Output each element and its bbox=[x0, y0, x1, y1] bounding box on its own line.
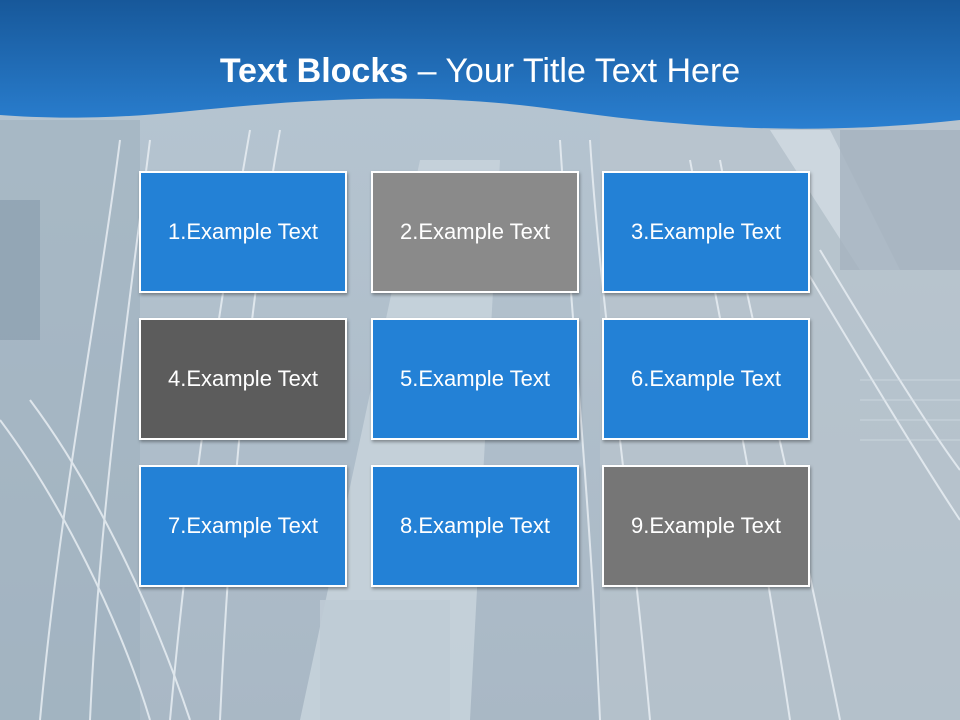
text-block-8[interactable]: 8.Example Text bbox=[371, 465, 579, 587]
text-block-7[interactable]: 7.Example Text bbox=[139, 465, 347, 587]
text-block-label: 1.Example Text bbox=[167, 219, 318, 244]
text-block-1[interactable]: 1.Example Text bbox=[139, 171, 347, 293]
text-block-4[interactable]: 4.Example Text bbox=[139, 318, 347, 440]
text-block-label: 5.Example Text bbox=[399, 366, 550, 391]
text-block-5[interactable]: 5.Example Text bbox=[371, 318, 579, 440]
text-block-label: 6.Example Text bbox=[630, 366, 781, 391]
text-block-9[interactable]: 9.Example Text bbox=[602, 465, 810, 587]
text-block-label: 8.Example Text bbox=[399, 513, 550, 538]
title-dash: – bbox=[417, 52, 437, 90]
text-block-label: 9.Example Text bbox=[630, 513, 781, 538]
text-block-label: 4.Example Text bbox=[167, 366, 318, 391]
text-block-3[interactable]: 3.Example Text bbox=[602, 171, 810, 293]
text-block-6[interactable]: 6.Example Text bbox=[602, 318, 810, 440]
header-band bbox=[0, 0, 960, 129]
text-block-2[interactable]: 2.Example Text bbox=[371, 171, 579, 293]
page-title: Text Blocks – Your Title Text Here bbox=[0, 52, 960, 91]
title-bold-part: Text Blocks bbox=[219, 52, 409, 90]
title-rest-part: Your Title Text Here bbox=[445, 52, 741, 90]
text-block-label: 2.Example Text bbox=[399, 219, 550, 244]
text-block-label: 7.Example Text bbox=[167, 513, 318, 538]
text-block-label: 3.Example Text bbox=[630, 219, 781, 244]
